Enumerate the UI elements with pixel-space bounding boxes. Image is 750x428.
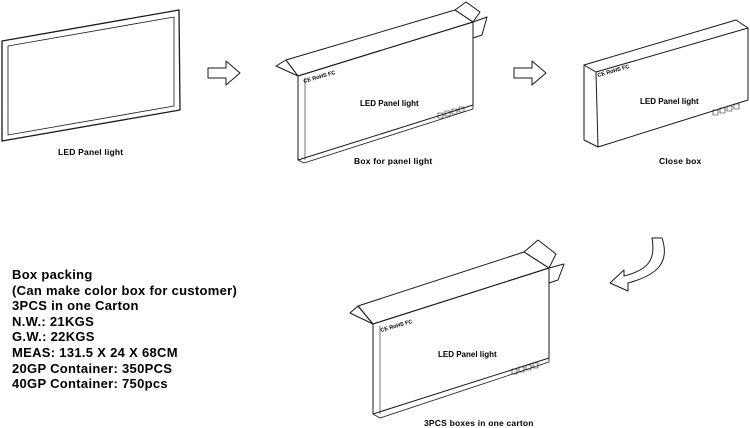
caption-led-panel: LED Panel light xyxy=(58,147,124,157)
certification-marks: CE RoHS FC xyxy=(597,64,630,79)
open-box-illustration xyxy=(275,1,488,164)
box-symbols-icon xyxy=(511,362,539,375)
spec-line: 40GP Container: 750pcs xyxy=(12,376,168,392)
curved-down-left-arrow-icon xyxy=(609,237,665,292)
spec-line: MEAS: 131.5 X 24 X 68CM xyxy=(12,344,178,360)
caption-carton: 3PCS boxes in one carton xyxy=(424,418,534,428)
spec-line: G.W.: 22KGS xyxy=(12,329,95,345)
spec-line: N.W.: 21KGS xyxy=(12,313,95,329)
closed-box-illustration xyxy=(583,19,749,148)
box-label: LED Panel light xyxy=(640,97,699,106)
packing-specification: Box packing (Can make color box for cust… xyxy=(12,267,237,392)
box-symbols-icon xyxy=(712,103,740,116)
right-arrow-icon xyxy=(207,60,241,86)
box-label: LED Panel light xyxy=(360,99,419,108)
certification-marks: CE RoHS FC xyxy=(380,319,413,334)
spec-line: 20GP Container: 350PCS xyxy=(12,360,173,376)
spec-title: Box packing xyxy=(12,267,93,282)
open-carton-illustration xyxy=(349,239,565,419)
led-panel-illustration xyxy=(1,9,181,142)
caption-box-for-panel: Box for panel light xyxy=(354,156,433,166)
spec-line: 3PCS in one Carton xyxy=(12,298,139,314)
box-symbols-icon xyxy=(437,106,465,119)
right-arrow-icon xyxy=(513,60,547,86)
certification-marks: CE RoHS FC xyxy=(303,70,336,85)
spec-line: (Can make color box for customer) xyxy=(12,282,238,298)
box-label: LED Panel light xyxy=(438,350,497,359)
caption-close-box: Close box xyxy=(659,156,702,166)
